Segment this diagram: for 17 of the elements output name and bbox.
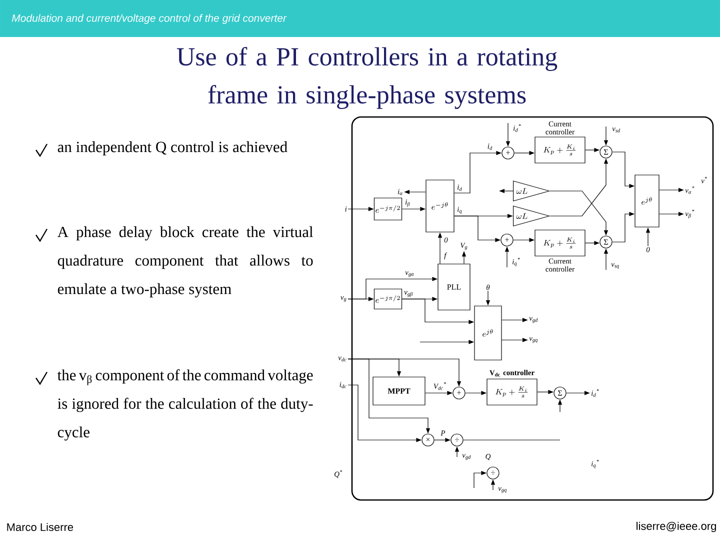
control-block: $K_p+\frac{K_i}{s}$ <box>486 378 538 406</box>
footer-text: Marco Liserre <box>7 522 74 532</box>
bullet-text: A phase delay block create the virtual quadrature component that allows to emulate a two-phase system <box>57 226 314 298</box>
control-block: $K_p+\frac{K_i}{s}$ <box>534 136 586 164</box>
control-block: $K_p+\frac{K_i}{s}$ <box>534 230 586 256</box>
control-block: PLL <box>438 264 470 310</box>
slide-title: Use of a PI controllers in a rotating frame in single-phase systems <box>176 47 558 109</box>
control-block: $e^{-j\theta}$ <box>426 180 454 232</box>
header-bar: Modulation and current/voltage control of the grid converter <box>0 0 720 37</box>
control-block: $e^{-j\pi/2}$ <box>374 288 402 310</box>
bullet-text: the v$_{β}$ component of the command voltage is ignored for the calculation of the duty-cycle <box>57 369 313 441</box>
control-block: $e^{j\theta}$ <box>474 306 502 360</box>
control-block: $e^{j\theta}$ <box>634 174 660 228</box>
control-block: $e^{-j\pi/2}$ <box>374 198 402 220</box>
control-block: MPPT <box>372 376 426 406</box>
bullet-text: an independent Q control is achieved <box>58 141 288 156</box>
footer-text: liserre@ieee.org <box>636 522 716 532</box>
